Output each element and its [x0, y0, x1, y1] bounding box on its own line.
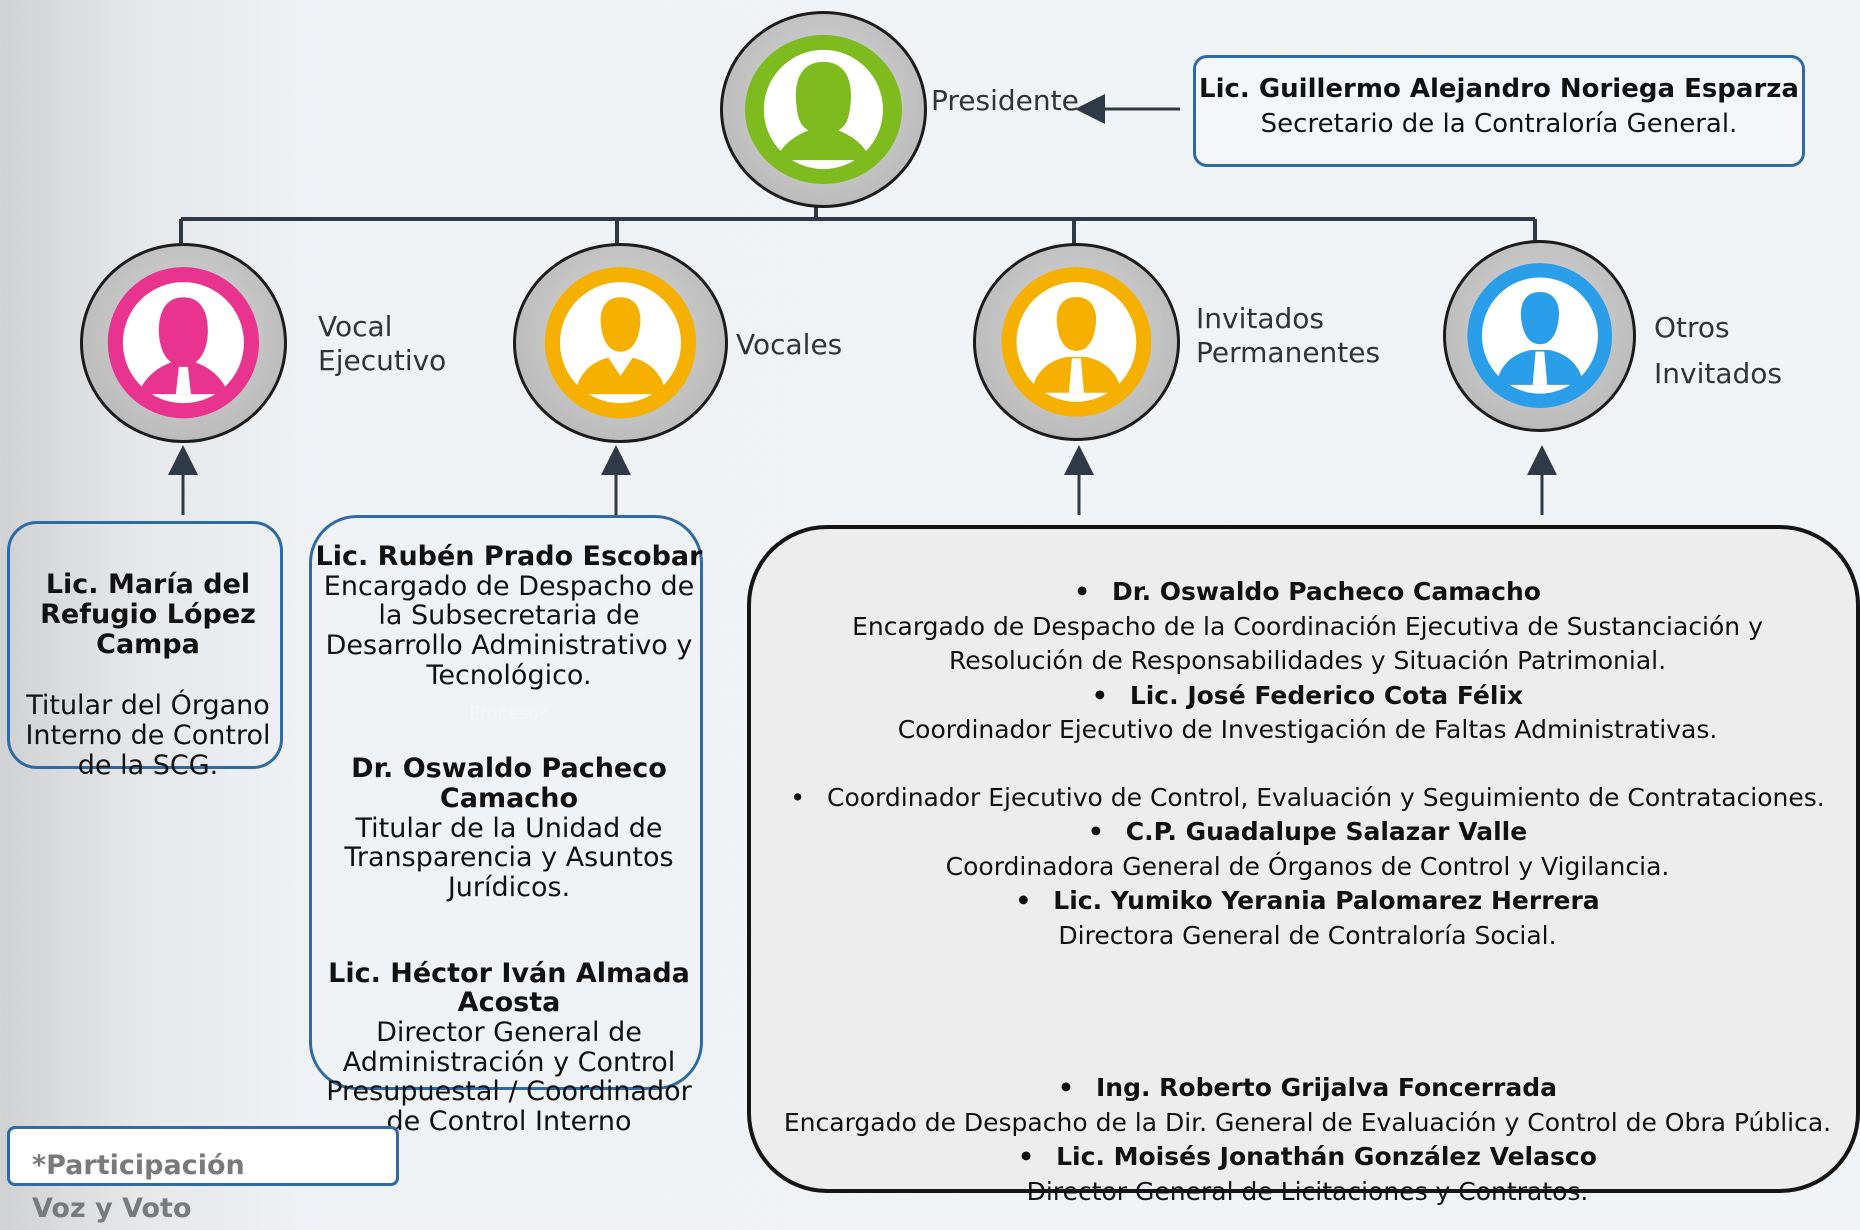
vocal-ejecutivo-box: Lic. María del Refugio López Campa Titul…: [7, 521, 283, 781]
invitado-2-title: Coordinador Ejecutivo de Investigación d…: [897, 715, 1718, 744]
male-user-tie-icon: [1466, 263, 1613, 409]
invitado-1-title: Encargado de Despacho de la Coordinación…: [852, 611, 1763, 676]
role-vocal-ejecutivo: Vocal Ejecutivo: [318, 310, 468, 378]
connector-lines: [168, 94, 1557, 515]
invitado-7-name: Lic. Moisés Jonathán González Velasco: [751, 1140, 1860, 1175]
role-invitados-permanentes-label: Invitados Permanentes: [1196, 302, 1381, 370]
male-user-collar-icon: [544, 267, 697, 419]
hidden-procesos-text: Procesos: [469, 703, 549, 725]
vocal-ejecutivo-name: Lic. María del Refugio López Campa: [40, 569, 256, 661]
role-president: Presidente: [931, 84, 1079, 117]
president-box: Lic. Guillermo Alejandro Noriega Esparza…: [1193, 55, 1805, 167]
role-otros-invitados: Otros Invitados: [1654, 305, 1804, 397]
invitado-1-name: Dr. Oswaldo Pacheco Camacho: [751, 575, 1860, 610]
vocal-2-title: Titular de la Unidad de Transparencia y …: [344, 812, 674, 903]
invitado-5-title: Directora General de Contraloría Social.: [1058, 920, 1557, 950]
invitado-6-title: Encargado de Despacho de la Dir. General…: [783, 1107, 1832, 1137]
female-user-icon: [749, 35, 898, 184]
vocal-2-name: Dr. Oswaldo Pacheco Camacho: [351, 753, 667, 814]
invitado-4-name: C.P. Guadalupe Salazar Valle: [751, 815, 1860, 850]
role-vocal-ejecutivo-label: Vocal Ejecutivo: [318, 310, 447, 378]
invitado-2-name: Lic. José Federico Cota Félix: [751, 679, 1860, 714]
invitados-avatar: [973, 243, 1180, 441]
vocal-3-name: Lic. Héctor Iván Almada Acosta: [328, 957, 690, 1019]
vocales-box: Lic. Rubén Prado Escobar Encargado de De…: [309, 515, 703, 1136]
president-name: Lic. Guillermo Alejandro Noriega Esparza: [1199, 74, 1799, 104]
vocal-ejecutivo-title: Titular del Órgano Interno de Control de…: [25, 689, 271, 782]
vocal-3-title: Director General de Administración y Con…: [326, 1017, 692, 1138]
role-invitados-permanentes: Invitados Permanentes: [1196, 302, 1396, 370]
legend-box: *Participación Voz y Voto: [7, 1126, 399, 1224]
invitados-box: Dr. Oswaldo Pacheco Camacho Encargado de…: [747, 525, 1860, 1206]
female-user-tie-icon: [107, 267, 260, 419]
vocales-avatar: [513, 243, 728, 443]
invitado-5-name: Lic. Yumiko Yerania Palomarez Herrera: [751, 884, 1860, 919]
role-otros-invitados-label: Otros Invitados: [1654, 311, 1782, 391]
president-title: Secretario de la Contraloría General.: [1260, 108, 1738, 139]
president-avatar: [720, 11, 927, 208]
role-vocales: Vocales: [736, 328, 843, 361]
invitado-4-title: Coordinadora General de Órganos de Contr…: [945, 851, 1670, 881]
male-user-tie-icon: [1001, 267, 1152, 417]
invitado-7-title: Director General de Licitaciones y Contr…: [1026, 1176, 1589, 1206]
vocal-1-name: Lic. Rubén Prado Escobar: [315, 541, 703, 572]
legend-text: *Participación Voz y Voto: [32, 1150, 245, 1225]
vocal-1-title: Encargado de Despacho de la Subsecretari…: [323, 570, 695, 691]
vocal-ejecutivo-avatar: [80, 243, 287, 443]
otros-avatar: [1443, 240, 1636, 432]
invitado-6-name: Ing. Roberto Grijalva Foncerrada: [751, 1071, 1860, 1106]
invitado-3-text: Coordinador Ejecutivo de Control, Evalua…: [751, 781, 1860, 816]
